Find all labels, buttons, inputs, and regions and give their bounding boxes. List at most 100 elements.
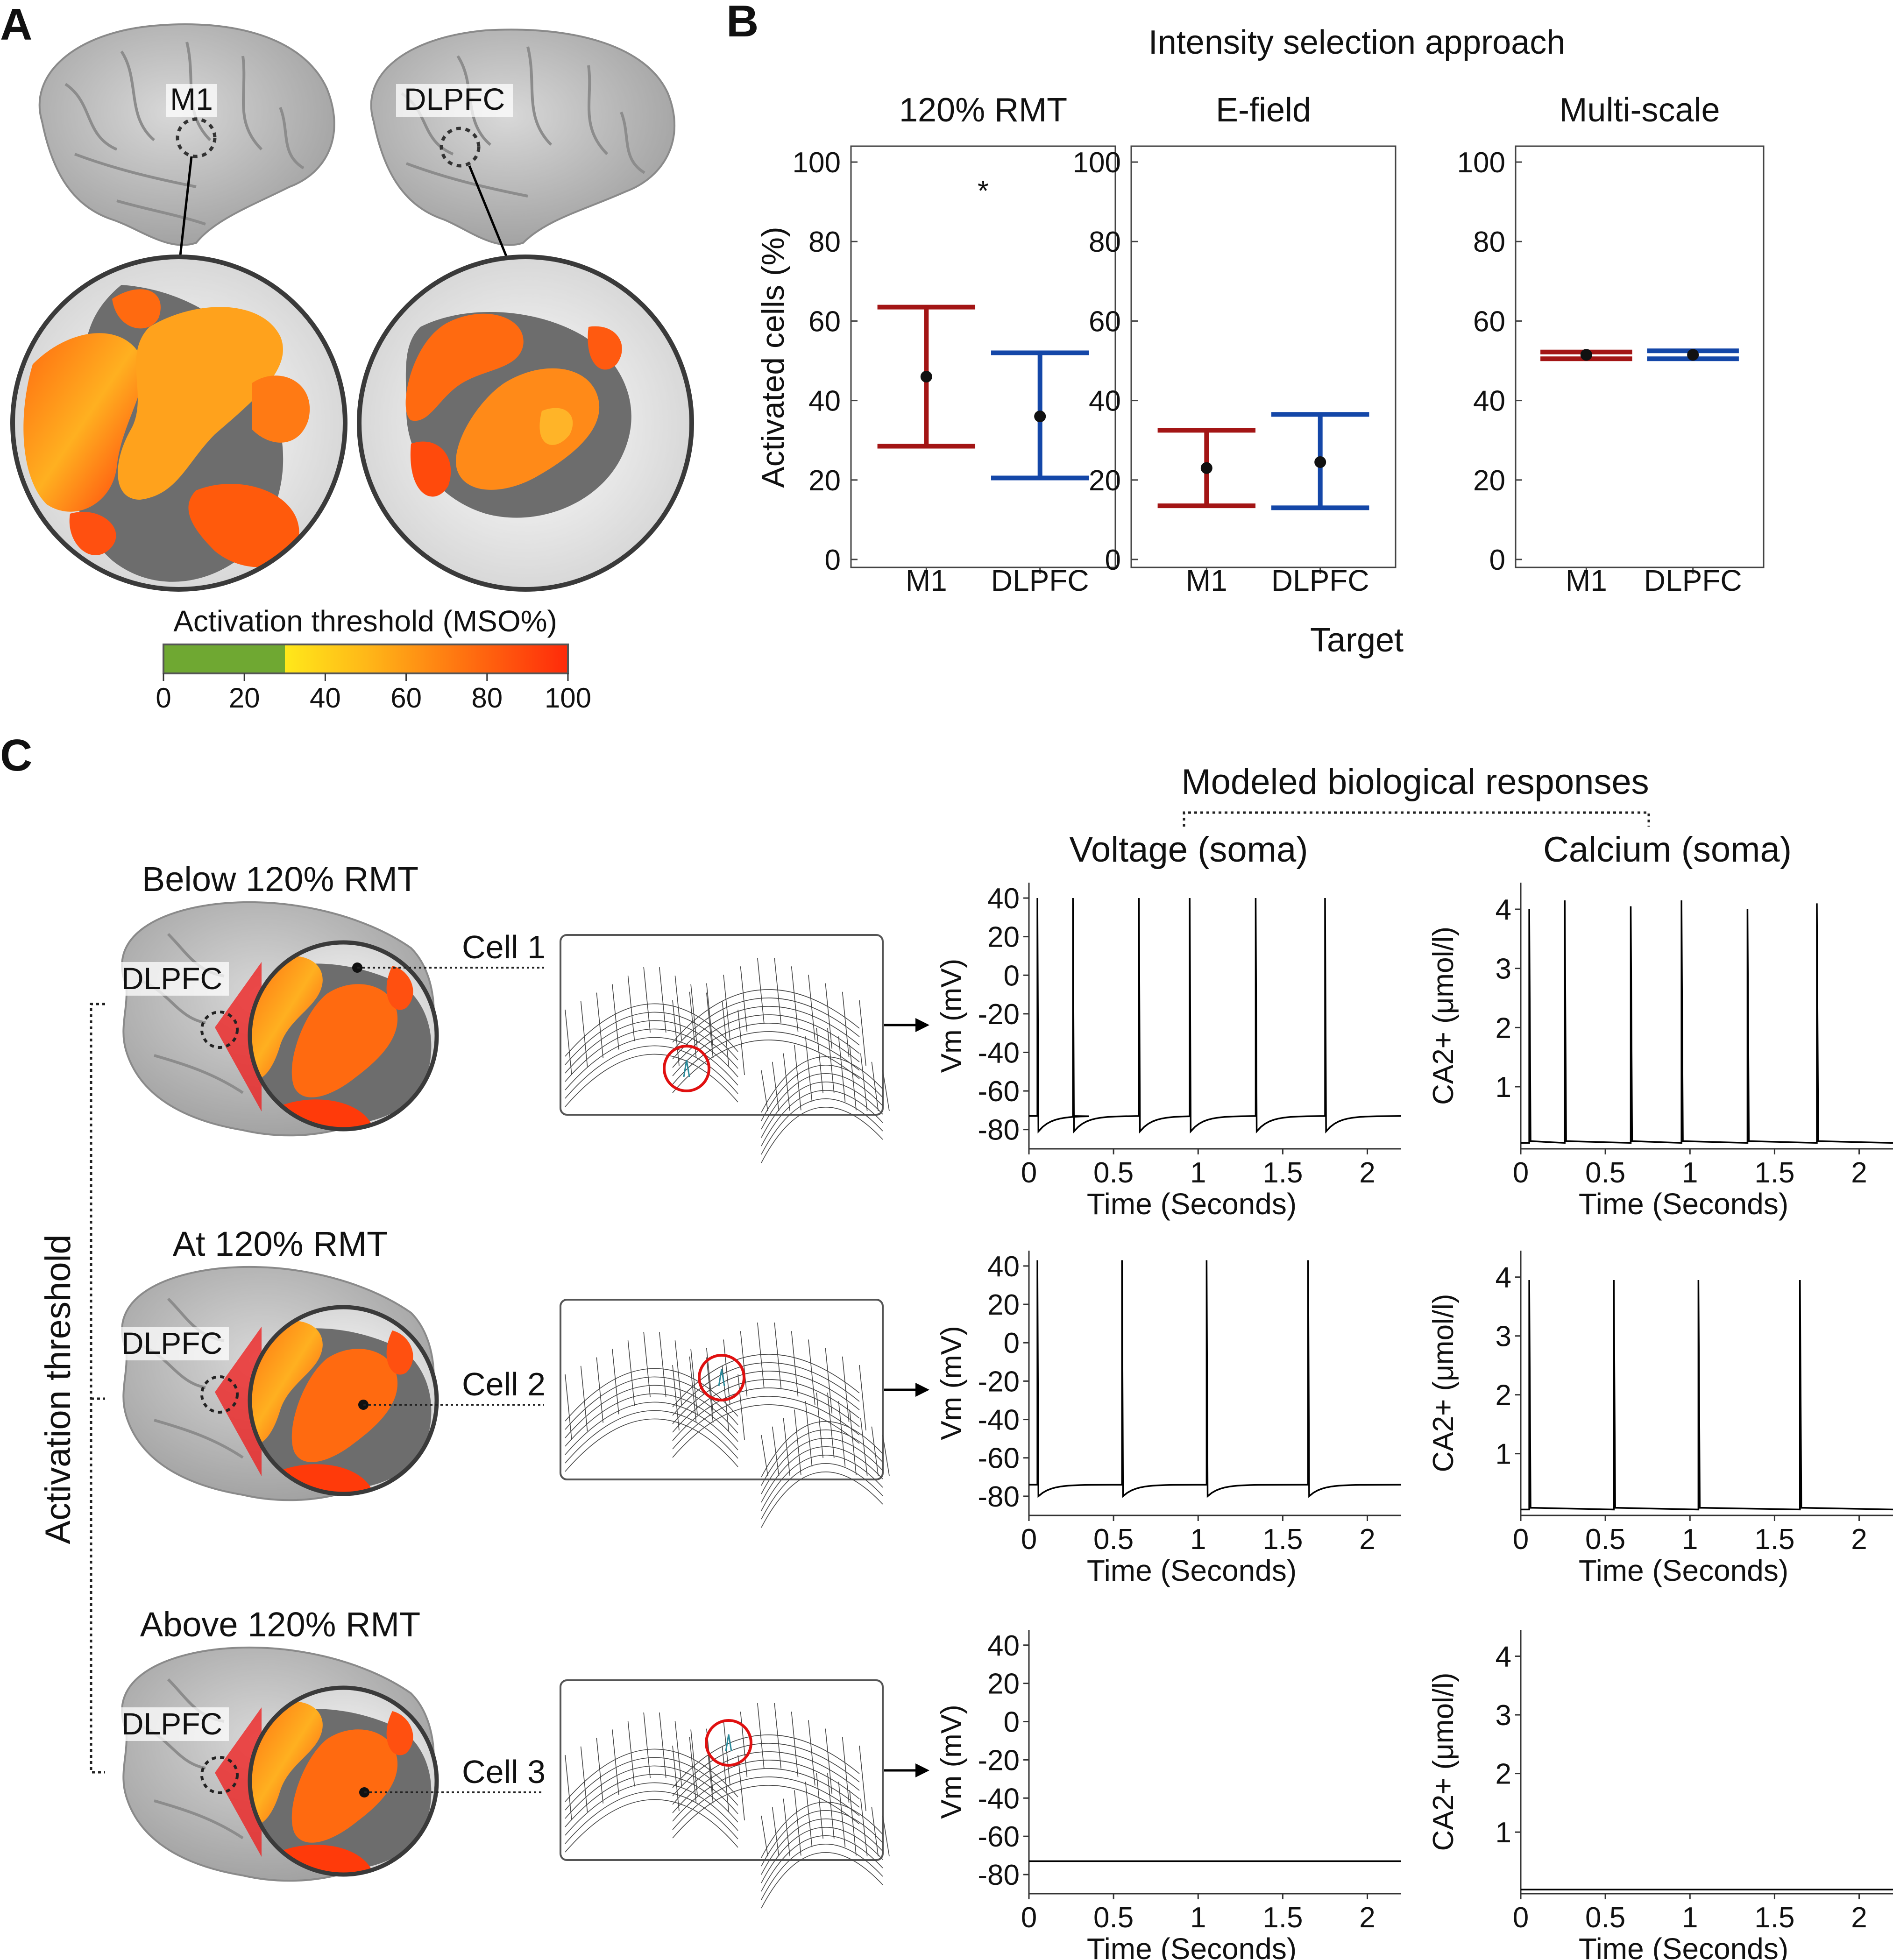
y-axis-label: CA2+ (μmol/l) <box>1427 1294 1460 1472</box>
colorbar-tick-label: 0 <box>156 682 171 714</box>
mesh-line <box>659 1712 666 1778</box>
mesh-line <box>859 1365 866 1431</box>
mesh-line <box>791 966 799 1032</box>
mesh-line <box>761 1429 883 1486</box>
neuron-highlight-circle <box>663 1045 710 1092</box>
mesh-line <box>859 1745 866 1811</box>
mesh-line <box>596 1357 604 1423</box>
mesh-line <box>740 1331 748 1397</box>
mesh-line <box>723 1339 730 1405</box>
mesh-line <box>672 1404 860 1458</box>
y-tick-label: 3 <box>1496 953 1511 985</box>
y-axis-label: Vm (mV) <box>936 1705 968 1819</box>
mesh-line <box>672 1776 860 1830</box>
mesh-line <box>643 1712 651 1778</box>
mesh-line <box>860 1053 868 1111</box>
mesh-line <box>761 1815 768 1857</box>
mesh-line <box>659 967 666 1033</box>
panel-letter-c: C <box>0 730 32 780</box>
x-tick-label: 1 <box>1190 1523 1206 1556</box>
mesh-line <box>565 1368 738 1422</box>
y-tick-label: 40 <box>1473 385 1505 417</box>
cell-label: Cell 3 <box>462 1754 546 1790</box>
mean-point <box>1580 349 1592 361</box>
brain-right: DLPFC <box>370 28 676 281</box>
y-tick-label: -80 <box>978 1859 1020 1891</box>
mesh-line <box>672 1354 860 1408</box>
mesh-line <box>882 1070 890 1111</box>
mesh-line <box>761 1056 883 1113</box>
mesh-line <box>871 1807 879 1857</box>
y-tick-label: 80 <box>1089 226 1121 258</box>
y-tick-label: 0 <box>1004 1327 1020 1359</box>
mesh-line <box>565 1782 738 1836</box>
mesh-line <box>825 1728 833 1794</box>
mesh-line <box>565 1757 738 1811</box>
mesh-line <box>740 1712 748 1777</box>
x-tick-label: 0.5 <box>1093 1523 1134 1556</box>
row-title: At 120% RMT <box>173 1224 388 1263</box>
y-tick-label: 20 <box>987 1289 1020 1321</box>
y-tick-label: -60 <box>978 1443 1020 1475</box>
mesh-line <box>565 1418 738 1472</box>
y-tick-label: 20 <box>1089 465 1121 497</box>
plot-frame <box>1130 145 1397 568</box>
colorbar-tick-label: 100 <box>545 682 591 714</box>
mesh-line <box>761 1852 883 1909</box>
mesh-line <box>643 1332 651 1398</box>
neuron-icon <box>725 1734 732 1752</box>
mesh-line <box>565 1054 738 1107</box>
mesh-line <box>761 1446 883 1503</box>
y-tick-label: 40 <box>1089 385 1121 417</box>
mesh-line <box>808 1339 815 1405</box>
mesh-line <box>565 1037 738 1090</box>
row-title: Above 120% RMT <box>140 1605 421 1644</box>
cell-label: Cell 1 <box>462 929 546 965</box>
colorbar-tick-label: 80 <box>471 682 503 714</box>
mesh-line <box>672 1000 680 1066</box>
target-cone <box>215 962 262 1111</box>
chart-title: Calcium (soma) <box>1543 830 1792 870</box>
mesh-line <box>859 1000 866 1066</box>
x-axis-label: Time (Seconds) <box>1579 1554 1788 1587</box>
y-axis-label: Vm (mV) <box>936 959 968 1073</box>
mesh-line <box>757 958 765 1024</box>
mesh-line <box>612 1729 619 1795</box>
target-cone <box>215 1327 262 1476</box>
region-label: DLPFC <box>121 1326 222 1360</box>
y-tick-label: 40 <box>808 385 841 417</box>
colorbar-tick-label: 20 <box>229 682 260 714</box>
panel-b: Intensity selection approach Activated c… <box>755 24 1765 659</box>
zoom-circle-border <box>248 1685 439 1877</box>
mesh-line <box>842 991 850 1057</box>
mesh-line <box>838 1782 846 1847</box>
zoom-circle-border <box>248 1305 439 1496</box>
mesh-line <box>612 1349 619 1415</box>
mesh-line <box>794 1790 801 1856</box>
x-axis-label: Time (Seconds) <box>1579 1932 1788 1960</box>
panel-c: Modeled biological responses Activation … <box>38 762 1893 1960</box>
y-axis-label: Vm (mV) <box>936 1326 968 1440</box>
y-tick-label: 60 <box>1089 305 1121 338</box>
mesh-wireframe <box>565 1703 890 1909</box>
mesh-line <box>849 1045 857 1111</box>
mean-point <box>1034 410 1046 423</box>
x-tick-label: 1 <box>1682 1902 1698 1934</box>
y-tick-label: -40 <box>978 1404 1020 1436</box>
panel-letter-b: B <box>726 0 759 46</box>
region-label-bg <box>114 1327 229 1360</box>
mesh-line <box>772 1807 780 1857</box>
y-tick-label: 40 <box>987 1251 1020 1283</box>
mesh-line <box>737 1009 745 1076</box>
y-tick-label: 2 <box>1496 1012 1511 1044</box>
y-tick-label: 1 <box>1496 1438 1511 1471</box>
x-tick-label: 1 <box>1190 1157 1206 1189</box>
y-tick-label: 100 <box>1457 147 1505 179</box>
mesh-line <box>689 1737 697 1803</box>
